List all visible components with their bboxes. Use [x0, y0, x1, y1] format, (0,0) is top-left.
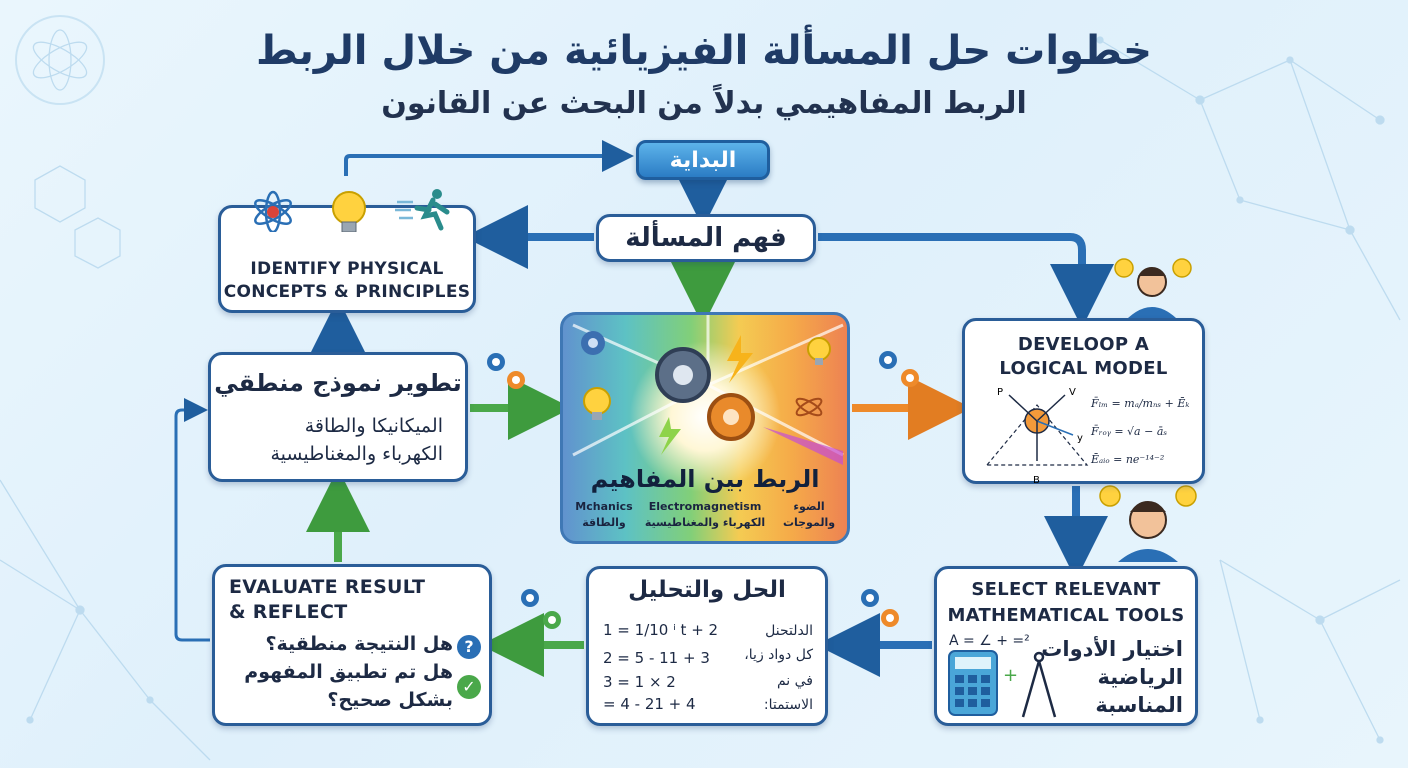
- solve-note-3: في نم: [776, 673, 813, 689]
- question-icon: ?: [457, 635, 481, 659]
- rainbow-beam: [763, 427, 843, 465]
- gear-icon: [543, 611, 561, 629]
- identify-icons: [254, 189, 450, 232]
- lightbulb-icon: [807, 337, 831, 365]
- svg-text:+: +: [1003, 665, 1018, 686]
- calculator-icon: [948, 650, 998, 716]
- evaluate-q-3: بشكل صحيح؟: [327, 689, 453, 711]
- concept-electromagnetism: Electromagnetism الكهرباء والمغناطيسية: [641, 499, 769, 531]
- gear-icon: [521, 589, 539, 607]
- tools-line-2: MATHEMATICAL TOOLS: [947, 605, 1185, 626]
- concept-mechanics-en: Mchanics: [575, 500, 633, 513]
- solve-heading: الحل والتحليل: [628, 577, 786, 603]
- gear-icon: [861, 589, 879, 607]
- solve-note-2: كل دواد زيا،: [744, 647, 813, 663]
- logical-eq-2: F̄ᵣₒᵧ = √a − āₛ: [1091, 425, 1168, 438]
- tools-ar-1: اختيار الأدوات: [1041, 637, 1183, 661]
- tools-icons: +: [948, 650, 1057, 718]
- compass-icon: [1021, 651, 1057, 718]
- lightbulb-icon: [332, 191, 366, 232]
- axis-p: P: [997, 387, 1003, 398]
- arrow-understand-logical: [818, 233, 1114, 328]
- concept-linking-label: الربط بين المفاهيم: [590, 465, 820, 493]
- concept-waves-ar: والموجات: [782, 516, 836, 529]
- tools-ar-3: المناسبة: [1095, 693, 1183, 717]
- solve-eq-3: 3 = 1 × 2: [603, 673, 676, 691]
- center-illustration: [572, 315, 844, 465]
- gear-icon: [879, 351, 897, 369]
- force-diagram: P V y B: [985, 387, 1089, 486]
- axis-v: V: [1069, 387, 1076, 398]
- arrow-loop-left: [174, 398, 210, 642]
- concept-em-ar: الكهرباء والمغناطيسية: [644, 516, 766, 529]
- concept-light-ar: الضوء: [793, 500, 825, 513]
- logical-eq-1: F̄ₗₘ = mₐ/mₙₛ + Ēₖ: [1091, 397, 1190, 410]
- evaluate-q-1: هل النتيجة منطقية؟: [265, 633, 454, 655]
- logical-model-node: DEVELOOP A LOGICAL MODEL P V y B F̄ₗₘ = …: [962, 318, 1205, 486]
- page-title: خطوات حل المسألة الفيزيائية من خلال الرب…: [256, 28, 1152, 74]
- concept-mechanics-ar: والطاقة: [582, 516, 626, 529]
- axis-b: B: [1033, 475, 1040, 486]
- solve-eq-2: 2 = 5 - 11 + 3: [603, 649, 710, 667]
- solve-note-4: الاستمتا:: [763, 697, 813, 713]
- axis-y: y: [1077, 433, 1083, 444]
- logical-line-2: LOGICAL MODEL: [999, 358, 1168, 379]
- evaluate-line-2: & REFLECT: [229, 601, 348, 623]
- student-icon: [1118, 501, 1178, 562]
- gear-icon: [581, 331, 605, 355]
- lightbulb-icon: [1175, 485, 1197, 507]
- evaluate-reflect-node: EVALUATE RESULT & REFLECT هل النتيجة منط…: [212, 564, 492, 726]
- gear-icon: [507, 371, 525, 389]
- atom-icon: [254, 190, 292, 232]
- running-figure-icon: [395, 189, 450, 231]
- math-tools-node: SELECT RELEVANT MATHEMATICAL TOOLS A = ∠…: [934, 566, 1198, 726]
- arrow-loop-to-start: [344, 140, 634, 176]
- start-node: البداية: [636, 140, 770, 180]
- concept-em-en: Electromagnetism: [648, 500, 762, 513]
- evaluate-q-2: هل تم تطبيق المفهوم: [244, 661, 453, 683]
- identify-line-1: IDENTIFY PHYSICAL: [250, 259, 444, 279]
- understand-problem-node: فهم المسألة: [596, 214, 816, 262]
- solve-note-1: الدلتحنل: [765, 623, 813, 639]
- concept-light-waves: الضوء والموجات: [771, 499, 847, 531]
- lightbulb-icon: [1114, 258, 1134, 278]
- gear-icon: [881, 609, 899, 627]
- concept-mechanics: Mchanics والطاقة: [569, 499, 639, 531]
- develop-heading: تطوير نموذج منطقي: [214, 369, 462, 397]
- gear-icon: [707, 393, 755, 441]
- identify-concepts-node: IDENTIFY PHYSICAL CONCEPTS & PRINCIPLES: [218, 189, 476, 313]
- student-icon: [1128, 267, 1176, 318]
- solve-eq-4: = 4 - 21 + 4: [603, 695, 696, 713]
- gear-icon: [655, 347, 711, 403]
- develop-model-arabic-node: تطوير نموذج منطقي الميكانيكا والطاقة الك…: [208, 352, 468, 482]
- lightning-icon: [727, 335, 753, 383]
- solve-eq-1: 1 = 1/10 ⁱ t + 2: [603, 621, 719, 639]
- atom-icon: [795, 397, 823, 417]
- tools-symbols: A = ∠ + =²: [949, 633, 1030, 649]
- develop-line-1: الميكانيكا والطاقة: [304, 415, 443, 437]
- check-icon: ✓: [457, 675, 481, 699]
- solve-analyze-node: الحل والتحليل 1 = 1/10 ⁱ t + 2 2 = 5 - 1…: [586, 566, 828, 726]
- lightbulb-icon: [1099, 485, 1121, 507]
- page-subtitle: الربط المفاهيمي بدلاً من البحث عن القانو…: [381, 86, 1027, 121]
- gear-icon: [487, 353, 505, 371]
- tools-ar-2: الرياضية: [1097, 665, 1183, 689]
- concept-linking-node: الربط بين المفاهيم Mchanics والطاقة Elec…: [560, 312, 850, 544]
- lightbulb-icon: [583, 387, 611, 420]
- gear-icon: [901, 369, 919, 387]
- logical-line-1: DEVELOOP A: [1017, 334, 1150, 355]
- tools-line-1: SELECT RELEVANT: [971, 579, 1161, 600]
- develop-line-2: الكهرباء والمغناطيسية: [270, 443, 444, 465]
- evaluate-line-1: EVALUATE RESULT: [229, 576, 426, 598]
- identify-line-2: CONCEPTS & PRINCIPLES: [223, 282, 471, 302]
- lightning-icon: [659, 417, 681, 455]
- lightbulb-icon: [1172, 258, 1192, 278]
- logical-eq-3: Ēₐᵢₒ = ne⁻¹⁴⁻²: [1091, 453, 1165, 466]
